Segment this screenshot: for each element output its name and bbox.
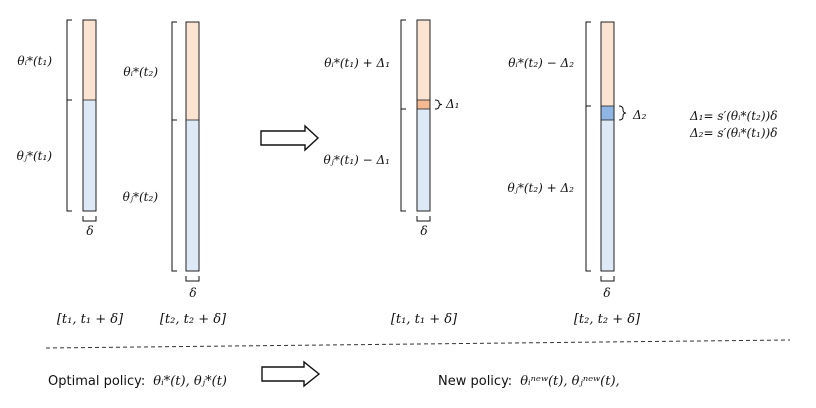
equation-delta1: Δ₁= s′(θᵢ*(t₂))δ (689, 109, 777, 123)
bracket-t1-new-theta-j (400, 108, 406, 212)
bracket-t1-new-delta (416, 216, 431, 222)
label-theta-i-t2-minus-delta2: θᵢ*(t₂) − Δ₂ (508, 56, 574, 70)
label-delta-t1-new: δ (420, 224, 427, 238)
bracket-t2-delta (185, 276, 200, 282)
label-delta-t2-new: δ (603, 286, 610, 300)
bar-t1-new-outline (416, 19, 431, 212)
label-theta-i-t2: θᵢ*(t₂) (123, 65, 158, 79)
bar-t1-outline (82, 19, 97, 212)
label-delta1: Δ₁ (445, 97, 459, 111)
bracket-t1-delta (82, 216, 97, 222)
transform-arrow-main (260, 124, 320, 152)
optimal-policy-label: Optimal policy: θᵢ*(t), θⱼ*(t) (48, 372, 227, 389)
equation-delta2: Δ₂= s′(θᵢ*(t₁))δ (689, 126, 777, 140)
bar-t2-new-outline (600, 21, 615, 272)
new-policy-label: New policy: θᵢⁿᵉʷ(t), θⱼⁿᵉʷ(t), (438, 372, 620, 389)
bar-t2-theta-j-segment (186, 120, 199, 271)
bar-t1-new-theta-i-segment (417, 20, 430, 100)
label-theta-j-t2-plus-delta2: θⱼ*(t₂) + Δ₂ (507, 181, 574, 195)
brace-delta2 (618, 105, 627, 121)
bracket-t2-theta-i (171, 21, 177, 121)
bar-t1-new (416, 19, 431, 212)
interval-t2: [t₂, t₂ + δ] (160, 312, 227, 327)
interval-t1-new: [t₁, t₁ + δ] (391, 312, 458, 327)
brace-delta1 (434, 99, 443, 110)
label-delta-t1: δ (86, 224, 93, 238)
bar-t1-theta-j-segment (83, 100, 96, 211)
label-theta-j-t1: θⱼ*(t₁) (17, 149, 53, 163)
bar-t1-original (82, 19, 97, 212)
bar-t2-theta-i-segment (186, 22, 199, 120)
bar-t1-new-delta1-strip (417, 100, 430, 109)
bracket-t2-theta-j (171, 119, 177, 272)
bar-t1-new-theta-j-segment (417, 109, 430, 211)
bracket-t2-new-theta-i (585, 21, 591, 107)
bar-t2-new-delta2-strip (601, 106, 614, 120)
bracket-t1-theta-j (66, 99, 72, 212)
bracket-t2-new-theta-j (585, 105, 591, 272)
bar-t1-theta-i-segment (83, 20, 96, 100)
bar-t2-outline (185, 21, 200, 272)
label-theta-i-t1: θᵢ*(t₁) (17, 54, 52, 68)
bracket-t1-new-theta-i (400, 19, 406, 110)
bar-t2-new (600, 21, 615, 272)
label-theta-j-t2: θⱼ*(t₂) (123, 190, 159, 204)
label-delta-t2: δ (189, 286, 196, 300)
bracket-t2-new-delta (600, 276, 615, 282)
bracket-t1-theta-i (66, 19, 72, 101)
label-theta-i-t1-plus-delta1: θᵢ*(t₁) + Δ₁ (324, 56, 390, 70)
bar-t2-new-theta-j-segment (601, 120, 614, 271)
transform-arrow-footer (261, 360, 321, 388)
bar-t2-original (185, 21, 200, 272)
section-divider (45, 339, 791, 349)
interval-t1: [t₁, t₁ + δ] (57, 312, 124, 327)
interval-t2-new: [t₂, t₂ + δ] (574, 312, 641, 327)
label-theta-j-t1-minus-delta1: θⱼ*(t₁) − Δ₁ (323, 153, 390, 167)
label-delta2: Δ₂ (632, 108, 647, 122)
bar-t2-new-theta-i-segment (601, 22, 614, 106)
